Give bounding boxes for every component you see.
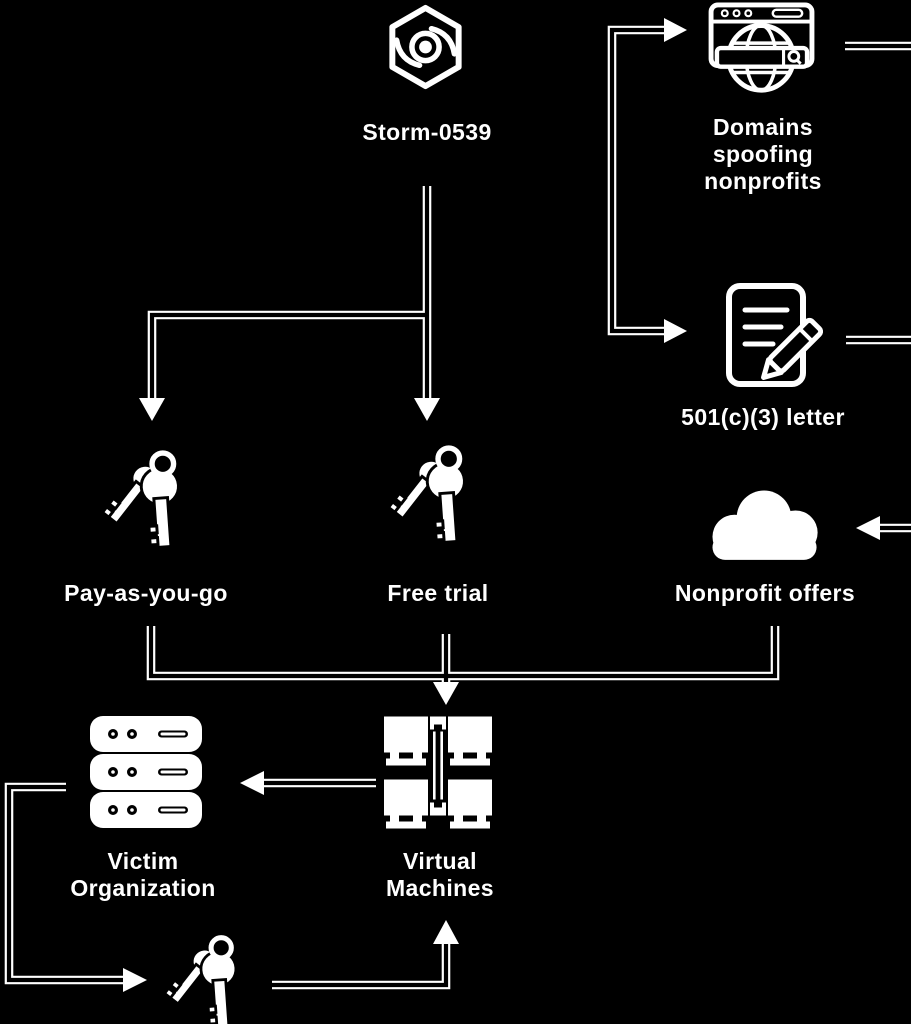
- arrowhead-letter: [664, 319, 687, 343]
- arrowhead-nonprofit-offers: [856, 516, 880, 540]
- server-stack-icon: [90, 716, 202, 828]
- virtual-machines-label: Virtual Machines: [385, 848, 494, 901]
- junction-payg-offers: [146, 626, 780, 681]
- arrowhead-pay-as-you-go: [139, 398, 165, 421]
- arrowhead-victim-org: [240, 771, 264, 795]
- storm-label: Storm-0539: [362, 119, 492, 145]
- cloud-icon: [712, 490, 818, 560]
- arrowhead-keys-to-vm: [433, 920, 459, 944]
- domains-label: Domains spoofing nonprofits: [704, 114, 822, 194]
- arrowhead-stolen-keys: [123, 968, 147, 992]
- document-pencil-icon: [726, 283, 823, 387]
- virtual-machines-icon: [384, 716, 492, 829]
- bracket-to-domains-and-letter: [607, 25, 664, 336]
- server-bar: [90, 754, 202, 790]
- connector-cores: [6, 27, 911, 988]
- server-bar: [90, 716, 202, 752]
- arrowheads: [123, 18, 880, 992]
- keys-icon: [390, 442, 488, 556]
- letter-label: 501(c)(3) letter: [681, 404, 845, 430]
- keys-icon: [104, 447, 202, 561]
- nonprofit-offers-label: Nonprofit offers: [674, 580, 856, 606]
- threat-actor-hexagon-icon: [389, 4, 462, 90]
- pencil-icon: [761, 317, 823, 380]
- arrow-stolen-keys-to-vm: [272, 944, 451, 990]
- browser-globe-search-icon: [708, 2, 815, 93]
- arrowhead-domains: [664, 18, 687, 42]
- keys-icon: [166, 932, 258, 1024]
- pay-as-you-go-label: Pay-as-you-go: [64, 580, 228, 606]
- server-bar: [90, 792, 202, 828]
- arrowhead-free-trial: [414, 398, 440, 421]
- arrowhead-virtual-machines: [433, 682, 459, 705]
- victim-organization-label: Victim Organization: [70, 848, 216, 901]
- free-trial-label: Free trial: [387, 580, 489, 606]
- arrow-storm-to-pay-as-you-go: [147, 310, 427, 398]
